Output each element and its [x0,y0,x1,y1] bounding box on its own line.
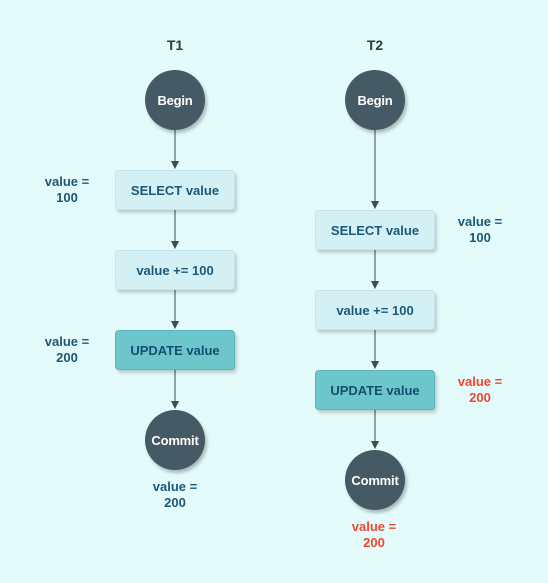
t1-title: T1 [166,37,184,53]
t2-title: T2 [366,37,384,53]
t2-annotation-after-update: value = 200 [448,374,512,406]
annotation-line2: 100 [469,230,491,245]
t1-annotation-after-update: value = 200 [35,334,99,366]
t1-annotation-after-commit: value = 200 [143,479,207,511]
t1-select-node: SELECT value [115,170,235,210]
t2-select-node: SELECT value [315,210,435,250]
t1-update-node: UPDATE value [115,330,235,370]
t2-increment-node: value += 100 [315,290,435,330]
annotation-line1: value = [44,334,90,349]
t2-annotation-after-select: value = 100 [448,214,512,246]
annotation-line2: 200 [469,390,491,405]
t2-annotation-after-commit: value = 200 [342,519,406,551]
t1-annotation-after-select: value = 100 [35,174,99,206]
t1-increment-node: value += 100 [115,250,235,290]
t1-commit-node: Commit [145,410,205,470]
annotation-line1: value = [351,519,397,534]
annotation-line2: 200 [56,350,78,365]
annotation-line2: 200 [363,535,385,550]
annotation-line1: value = [457,374,503,389]
annotation-line2: 200 [164,495,186,510]
t2-begin-node: Begin [345,70,405,130]
t2-update-node: UPDATE value [315,370,435,410]
annotation-line1: value = [152,479,198,494]
t2-commit-node: Commit [345,450,405,510]
t1-begin-node: Begin [145,70,205,130]
annotation-line1: value = [44,174,90,189]
annotation-line1: value = [457,214,503,229]
annotation-line2: 100 [56,190,78,205]
